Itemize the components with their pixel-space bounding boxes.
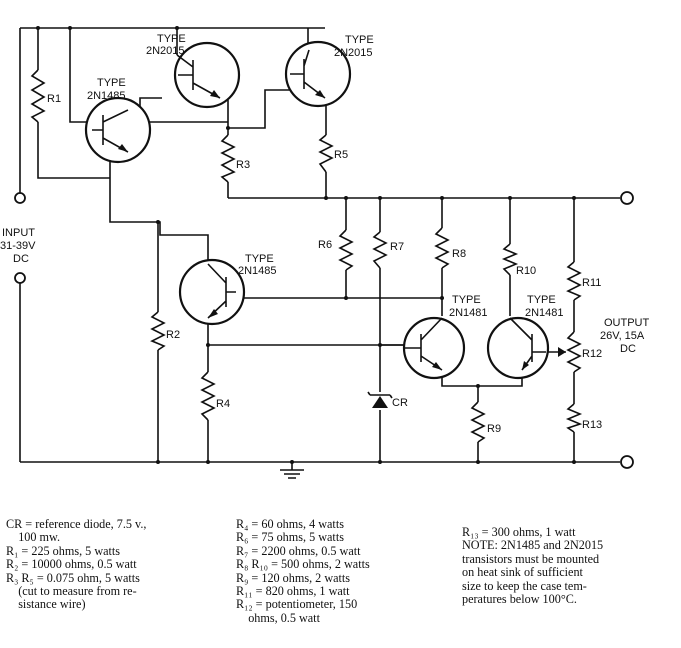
r6-label: R6 (318, 239, 332, 251)
q3-type-label: TYPE (345, 34, 374, 46)
output-label-3: DC (620, 343, 636, 355)
r8-label: R8 (452, 248, 466, 260)
note-line: transistors must be mounted (462, 551, 600, 566)
input-label-2: 31-39V (0, 240, 36, 252)
transistor-q5 (402, 316, 466, 380)
notes-column-1: CR = reference diode, 7.5 v., 100 mw. R₁… (6, 517, 234, 612)
note-line: R₁₂ = potentiometer, 150 (236, 597, 358, 612)
note-line: NOTE: 2N1485 and 2N2015 (462, 538, 604, 553)
transistor-q4 (178, 258, 246, 326)
note-line: R₈ R₁₀ = 500 ohms, 2 watts (236, 557, 370, 572)
transistor-q2 (173, 41, 241, 109)
resistor-r11 (566, 261, 582, 301)
note-line: R₁ = 225 ohms, 5 watts (6, 543, 121, 558)
junctions (36, 26, 576, 464)
q5-type-label: TYPE (452, 294, 481, 306)
input-label-1: INPUT (2, 227, 35, 239)
note-line: R₆ = 75 ohms, 5 watts (236, 530, 344, 545)
input-positive-terminal (14, 192, 26, 204)
note-line: size to keep the case tem- (462, 578, 587, 593)
note-line: 100 mw. (6, 530, 61, 545)
transistor-q3 (284, 40, 352, 108)
q1-type-label: TYPE (97, 77, 126, 89)
wiring (19, 27, 620, 479)
r10-label: R10 (516, 265, 536, 277)
note-line: (cut to measure from re- (6, 584, 137, 599)
q2-part-label: 2N2015 (146, 45, 185, 57)
input-negative-terminal (14, 272, 26, 284)
note-line: R₇ = 2200 ohms, 0.5 watt (236, 543, 361, 558)
resistor-r8 (434, 227, 450, 269)
q2-type-label: TYPE (157, 33, 186, 45)
r12-label: R12 (582, 348, 602, 360)
note-line: R₁₃ = 300 ohms, 1 watt (462, 525, 576, 539)
output-negative-terminal (620, 455, 634, 469)
r7-label: R7 (390, 241, 404, 253)
resistor-r3 (220, 134, 236, 183)
r4-label: R4 (216, 398, 230, 410)
transistor-q1 (84, 96, 152, 164)
note-line: R₁₁ = 820 ohms, 1 watt (236, 584, 350, 599)
r3-label: R3 (236, 159, 250, 171)
q5-part-label: 2N1481 (449, 307, 488, 319)
note-line: R₄ = 60 ohms, 4 watts (236, 517, 344, 531)
r1-label: R1 (47, 93, 61, 105)
note-line: peratures below 100°C. (462, 592, 577, 607)
resistor-r12 (558, 331, 582, 373)
resistor-r5 (318, 134, 334, 173)
q6-type-label: TYPE (527, 294, 556, 306)
resistor-r13 (565, 403, 583, 433)
note-line: R₂ = 10000 ohms, 0.5 watt (6, 557, 137, 572)
input-label-3: DC (13, 253, 29, 265)
diode-cr (367, 391, 393, 408)
q1-part-label: 2N1485 (87, 90, 126, 102)
note-line: R₃ R₅ = 0.075 ohm, 5 watts (6, 570, 140, 585)
resistor-r9 (470, 401, 486, 443)
resistor-r2 (150, 311, 166, 351)
q4-type-label: TYPE (245, 253, 274, 265)
r13-label: R13 (582, 419, 602, 431)
note-line: ohms, 0.5 watt (236, 610, 320, 625)
resistor-r1 (30, 69, 46, 123)
q6-part-label: 2N1481 (525, 307, 564, 319)
note-line: R₉ = 120 ohms, 2 watts (236, 570, 351, 585)
r11-label: R11 (582, 277, 601, 289)
resistor-r10 (501, 243, 519, 276)
output-label-1: OUTPUT (604, 317, 650, 329)
note-line: sistance wire) (6, 597, 86, 612)
r2-label: R2 (166, 329, 180, 341)
r5-label: R5 (334, 149, 348, 161)
output-label-2: 26V, 15A (600, 330, 645, 342)
notes-column-2: R₄ = 60 ohms, 4 watts R₆ = 75 ohms, 5 wa… (236, 517, 458, 625)
r9-label: R9 (487, 423, 501, 435)
note-line: on heat sink of sufficient (462, 565, 583, 580)
resistor-r6 (338, 229, 354, 271)
output-positive-terminal (620, 191, 634, 205)
note-line: CR = reference diode, 7.5 v., (6, 517, 147, 531)
q3-part-label: 2N2015 (334, 47, 373, 59)
resistor-r7 (372, 231, 388, 269)
notes-column-3: R₁₃ = 300 ohms, 1 watt NOTE: 2N1485 and … (462, 525, 677, 607)
resistor-r4 (200, 371, 216, 421)
q4-part-label: 2N1485 (238, 265, 277, 277)
cr-label: CR (392, 397, 408, 409)
transistor-q6 (486, 316, 550, 380)
